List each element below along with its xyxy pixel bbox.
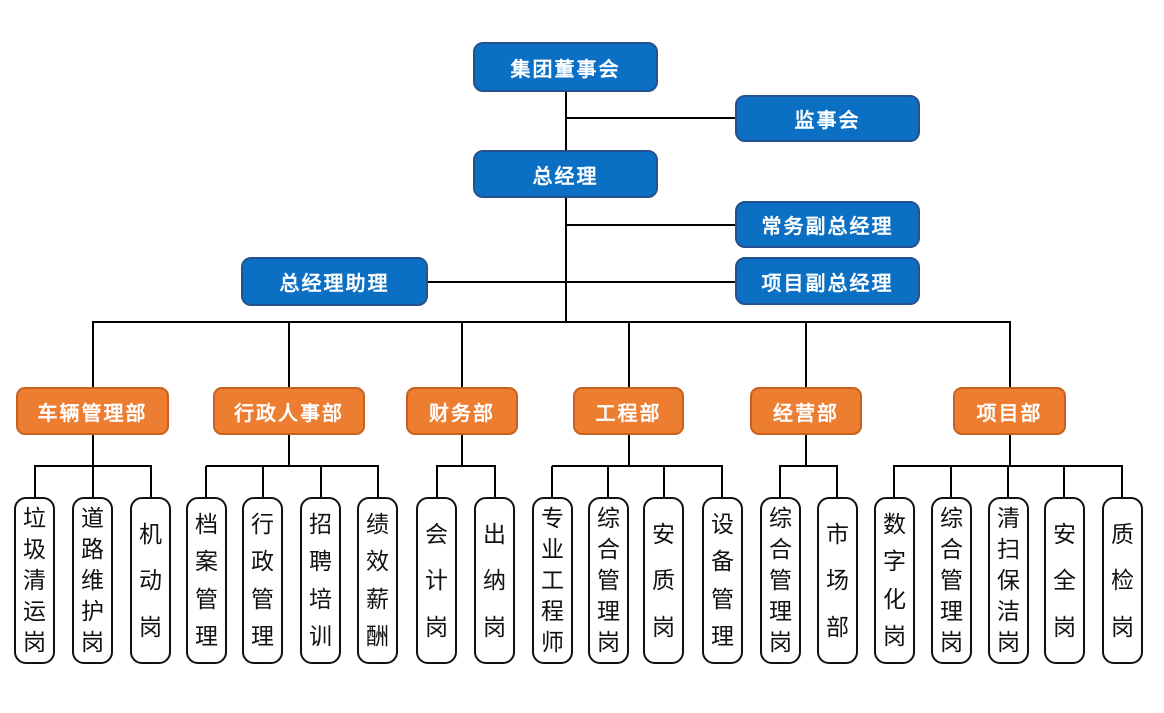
dept-box-project: 项目部 (953, 387, 1066, 435)
org-box-executive-deputy-gm: 常务副总经理 (735, 201, 920, 248)
position-box: 行政管理 (242, 497, 283, 664)
connector-line (494, 466, 496, 497)
dept-box-admin-hr: 行政人事部 (213, 387, 365, 435)
connector-line (377, 466, 379, 497)
position-box: 专业工程师 (532, 497, 573, 664)
connector-line (461, 322, 463, 387)
dept-box-finance: 财务部 (406, 387, 518, 435)
position-box: 绩效薪酬 (357, 497, 398, 664)
connector-line (721, 466, 723, 497)
connector-line (150, 466, 152, 497)
position-box: 市场部 (817, 497, 858, 664)
position-box: 招聘培训 (300, 497, 341, 664)
connector-line (893, 466, 895, 497)
connector-line (262, 466, 264, 497)
connector-line (628, 435, 630, 466)
connector-line (288, 435, 290, 466)
org-box-board: 集团董事会 (473, 42, 658, 92)
connector-line (288, 322, 290, 387)
connector-line (805, 322, 807, 387)
connector-line (1009, 322, 1011, 387)
connector-line (950, 466, 952, 497)
connector-line (205, 466, 207, 497)
dept-box-vehicle-management: 车辆管理部 (16, 387, 169, 435)
connector-line (628, 322, 630, 387)
position-box: 设备管理 (702, 497, 743, 664)
position-box: 出纳岗 (474, 497, 515, 664)
connector-line (779, 466, 781, 497)
position-box: 数字化岗 (874, 497, 915, 664)
org-box-project-deputy-gm: 项目副总经理 (735, 257, 920, 305)
dept-box-operations: 经营部 (750, 387, 862, 435)
connector-line (461, 435, 463, 466)
connector-line (565, 198, 567, 323)
connector-line (92, 435, 94, 466)
connector-line (565, 92, 567, 151)
position-box: 综合管理岗 (931, 497, 972, 664)
position-box: 道路维护岗 (72, 497, 113, 664)
connector-line (565, 117, 737, 119)
connector-line (607, 466, 609, 497)
org-box-gm-assistant: 总经理助理 (241, 257, 428, 306)
connector-line (1007, 466, 1009, 497)
connector-line (663, 466, 665, 497)
connector-line (836, 466, 838, 497)
connector-line (428, 281, 737, 283)
position-box: 机动岗 (130, 497, 171, 664)
connector-line (805, 435, 807, 466)
org-box-supervisory-board: 监事会 (735, 95, 920, 142)
connector-line (206, 465, 379, 467)
connector-line (552, 465, 723, 467)
position-box: 档案管理 (186, 497, 227, 664)
connector-line (1121, 466, 1123, 497)
position-box: 会计岗 (416, 497, 457, 664)
connector-line (779, 465, 838, 467)
connector-line (320, 466, 322, 497)
connector-line (1063, 466, 1065, 497)
dept-box-engineering: 工程部 (573, 387, 684, 435)
connector-line (92, 322, 94, 387)
position-box: 安全岗 (1044, 497, 1085, 664)
position-box: 清扫保洁岗 (988, 497, 1029, 664)
connector-line (92, 321, 1011, 323)
connector-line (1009, 435, 1011, 466)
connector-line (34, 466, 36, 497)
org-box-general-manager: 总经理 (473, 150, 658, 198)
position-box: 综合管理岗 (588, 497, 629, 664)
position-box: 综合管理岗 (760, 497, 801, 664)
connector-line (436, 465, 496, 467)
connector-line (565, 224, 737, 226)
position-box: 质检岗 (1102, 497, 1143, 664)
connector-line (551, 466, 553, 497)
position-box: 安质岗 (643, 497, 684, 664)
position-box: 垃圾清运岗 (14, 497, 55, 664)
connector-line (436, 466, 438, 497)
connector-line (92, 466, 94, 497)
